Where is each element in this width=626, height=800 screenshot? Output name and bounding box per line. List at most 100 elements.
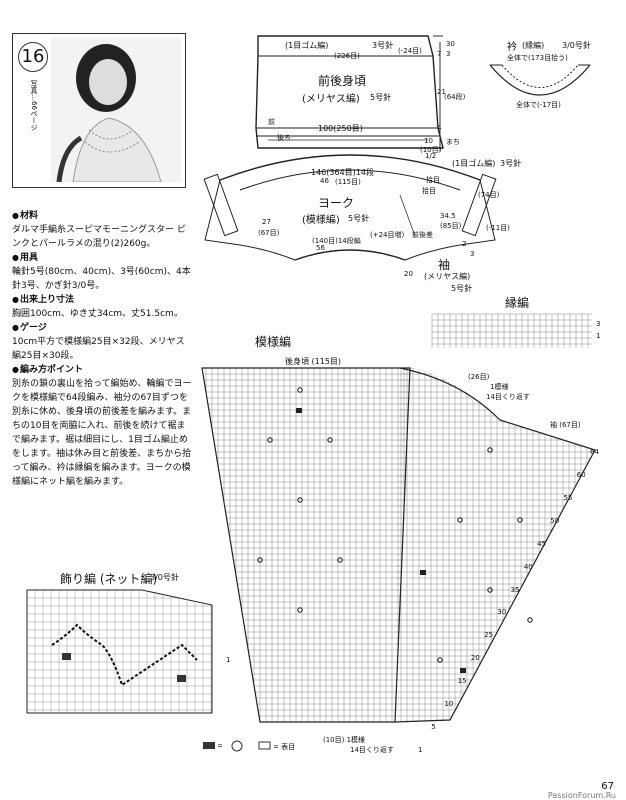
chart-row-label: 5 <box>431 723 436 732</box>
collar-needle: 3/0号針 <box>562 41 591 50</box>
yoke-c3: (115目) <box>335 178 361 186</box>
chart-bottom2: 14目くり返す <box>350 746 394 754</box>
edge-chart <box>431 313 592 348</box>
yoke-c2: 46 <box>320 177 329 185</box>
yoke-inner: (140目)14段編 <box>312 237 361 245</box>
yoke-inner56: 56 <box>316 244 325 252</box>
chart-sleeve-rep: 1模様 <box>490 383 509 391</box>
legend-symbol-b <box>258 741 271 750</box>
sleeve-needle: 3号針 <box>500 159 522 168</box>
body-machi: まち <box>446 138 460 146</box>
tools-text: 輪針5号(80cm、40cm)、3号(60cm)、4本針3号、かぎ針3/0号。 <box>12 267 191 291</box>
model-photo <box>51 38 181 182</box>
yoke-w1: 拾目 <box>426 176 440 184</box>
sleeve-r11: (-11目) <box>486 224 510 232</box>
body-dec: (-24目) <box>398 47 422 55</box>
chart-row-label: 40 <box>523 562 533 571</box>
edge-r3: 3 <box>596 320 601 328</box>
sleeve-rib: (1目ゴム編) <box>452 159 496 168</box>
photo-reference: 写真…66ページ <box>30 80 38 131</box>
yoke-needle: 5号針 <box>348 214 370 223</box>
net-chart <box>26 589 213 714</box>
body-rmachi: (10目) <box>420 146 442 154</box>
body-top-count: (226目) <box>334 52 360 60</box>
chart-row-label: 50 <box>550 516 560 525</box>
points-heading: 編み方ポイント <box>12 363 192 377</box>
sleeve-r20: 20 <box>404 270 413 278</box>
chart-row-label: 1 <box>418 746 423 754</box>
net-chain-line <box>51 623 198 687</box>
sleeve-r345: 34.5 <box>440 212 456 220</box>
body-r3: 3 <box>446 50 451 58</box>
body-back: 後ろ <box>277 134 291 142</box>
edge-r1: 1 <box>596 332 601 340</box>
instructions-block: 材料 ダルマ手編糸スーピマモーニングスター ピンクとパールラメの混り(2)260… <box>12 209 192 489</box>
sleeve-needle2: 5号針 <box>451 284 473 293</box>
sleeve-title: 袖 <box>438 258 451 272</box>
body-needle3: 3号針 <box>372 41 394 50</box>
collar-whole1: 全体で(173目拾う) <box>507 54 568 62</box>
body-front: 前 <box>268 118 275 126</box>
sleeve-sub: (メリヤス編) <box>424 272 471 281</box>
body-half: 1/2 <box>425 152 437 160</box>
net-r1: 1 <box>226 656 231 664</box>
size-text: 胸囲100cm、ゆき丈34cm、丈51.5cm。 <box>12 309 183 319</box>
body-outline <box>255 35 444 149</box>
legend-a-text: = <box>217 742 223 750</box>
body-r64: (64段) <box>444 93 466 101</box>
chart-sleeve-label: 袖 (67目) <box>550 421 581 429</box>
body-width: 100(250目) <box>318 124 363 133</box>
chart-row-label: 64 <box>590 448 599 456</box>
body-r7: 7 <box>437 50 442 58</box>
body-r30: 30 <box>446 40 455 48</box>
gauge-text: 10cm平方で模様編25目×32段、メリヤス編25目×30段。 <box>12 337 185 361</box>
points-text: 別糸の鎖の裏山を拾って編始め、輪編でヨークを模様編で64段編み、袖分の67目ずつ… <box>12 379 192 487</box>
chart-row-label: 20 <box>470 654 480 663</box>
body-r10: 10 <box>424 137 433 145</box>
chart-bottom1: (10目) 1模様 <box>323 736 366 744</box>
yoke-schematic <box>203 154 497 261</box>
body-needle5: 5号針 <box>370 93 392 102</box>
size-heading: 出来上り寸法 <box>12 293 192 307</box>
collar-diagram <box>489 64 591 96</box>
pattern-photo-box: 16 写真…66ページ <box>12 33 186 188</box>
collar-whole2: 全体で(-17目) <box>516 101 561 109</box>
watermark: PassionForum.Ru <box>547 791 616 800</box>
stitch-chart <box>201 367 596 723</box>
sleeve-r2: 2 <box>462 240 467 248</box>
body-r21: 21 <box>437 88 446 96</box>
chart-row-label: 45 <box>537 539 546 548</box>
body-rib-label: (1目ゴム編) <box>285 41 329 50</box>
yoke-w2: 拾目 <box>422 187 436 195</box>
body-subtitle: (メリヤス編) <box>302 94 360 105</box>
chart-row-label: 15 <box>457 677 467 686</box>
chart-sleeve-top: (26目) <box>468 373 490 381</box>
yoke-sub: (模様編) <box>302 215 340 226</box>
yoke-w3: 前後差 <box>412 231 433 239</box>
edge-title: 縁編 <box>505 296 530 310</box>
chart-title: 模様編 <box>255 335 292 349</box>
net-needle: 3/0号針 <box>150 573 179 582</box>
pattern-number: 16 <box>18 42 48 72</box>
yoke-inc: (+24目増) <box>370 231 405 239</box>
page-number: 67 <box>601 781 614 792</box>
body-title: 前後身頃 <box>318 74 367 88</box>
chart-row-label: 10 <box>444 700 454 709</box>
body-schematic <box>255 35 444 152</box>
net-title: 飾り編 (ネット編) <box>60 572 158 586</box>
gauge-heading: ゲージ <box>12 321 192 335</box>
chart-top-label: 後身頃 (115目) <box>285 357 342 366</box>
materials-text: ダルマ手編糸スーピマモーニングスター ピンクとパールラメの混り(2)260g。 <box>12 225 186 249</box>
yoke-title: ヨーク <box>318 196 355 210</box>
sleeve-r74: (74目) <box>478 191 500 199</box>
body-r4: 4 <box>437 124 442 132</box>
chart-row-label: 30 <box>497 608 507 617</box>
legend-symbol-a <box>203 740 243 752</box>
chart-row-label: 55 <box>563 493 573 502</box>
collar-sub: (縁編) <box>522 41 545 50</box>
chart-sleeve-rep2: 14目くり返す <box>486 393 530 401</box>
legend-b-text: = 表目 <box>273 743 296 751</box>
yoke-left27: 27 <box>262 218 271 226</box>
tools-heading: 用具 <box>12 251 192 265</box>
sleeve-r3: 3 <box>470 250 475 258</box>
